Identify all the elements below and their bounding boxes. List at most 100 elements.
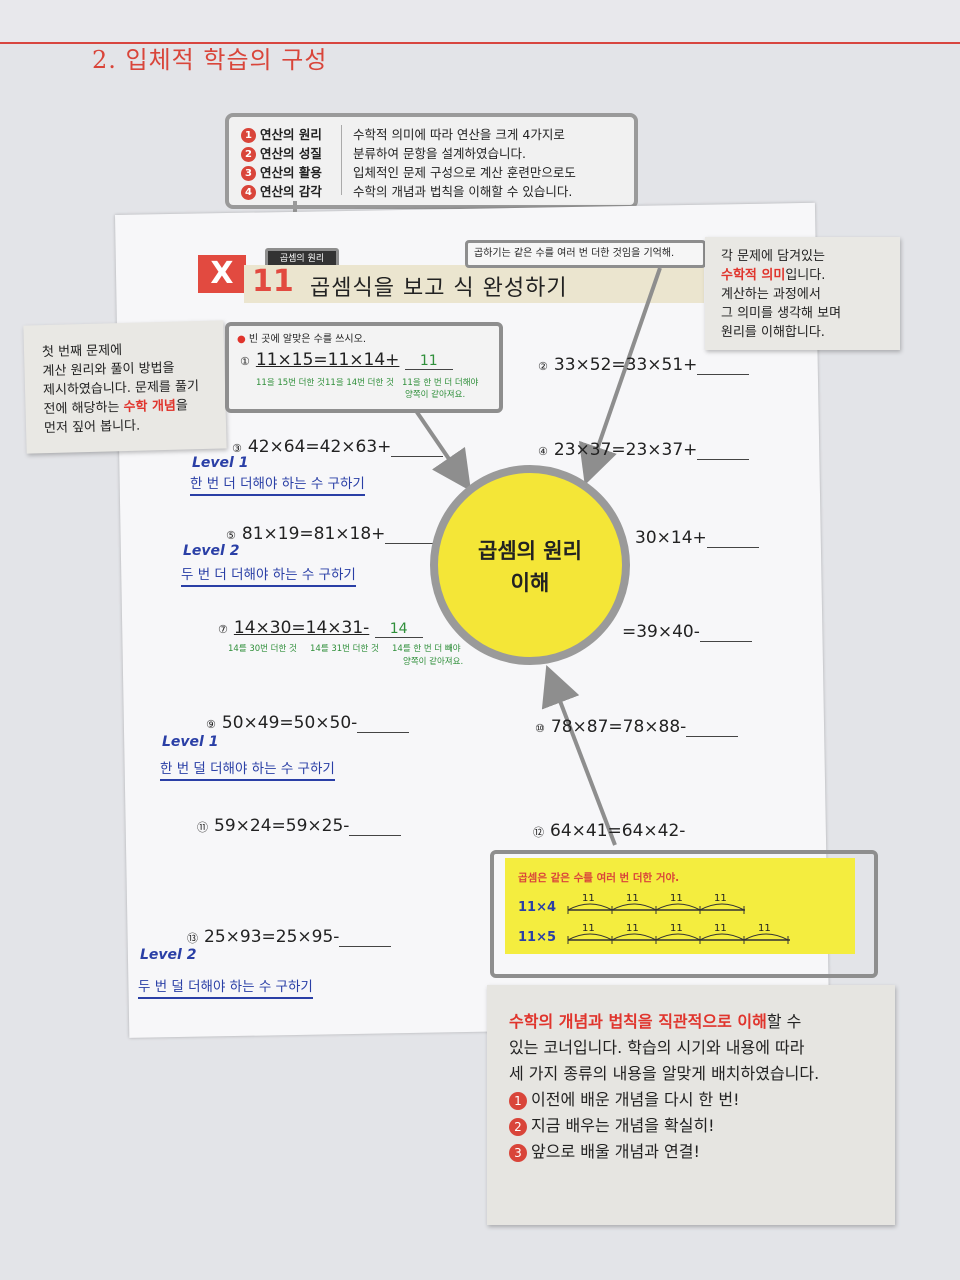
hint-box: 곱하기는 같은 수를 여러 번 더한 것임을 기억해. (465, 240, 706, 268)
answer-blank[interactable] (391, 442, 444, 457)
note-line: 각 문제에 담겨있는 (721, 249, 825, 264)
desc-line: 입체적인 문제 구성으로 계산 훈련만으로도 (353, 165, 576, 180)
row-label: 11×4 (518, 900, 557, 915)
level-label: Level 2 (140, 947, 197, 963)
circle-line: 곱셈의 원리 (478, 539, 582, 563)
level-description: 두 번 덜 더해야 하는 수 구하기 (138, 975, 313, 999)
note-highlight: 수학적 의미 (721, 268, 786, 283)
answer-blank[interactable] (385, 529, 438, 544)
sub-label: 14를 한 번 더 빼야 (392, 644, 461, 654)
problem-number: ③ (232, 442, 242, 455)
concept-title: 곱셈은 같은 수를 여러 번 더한 거야. (518, 872, 680, 884)
sub-label: 양쪽이 같아져요. (403, 657, 464, 667)
problem-11: ⑪ 59×24=59×25- (197, 816, 402, 836)
instruction-text: 빈 곳에 알맞은 수를 쓰시오. (248, 334, 367, 345)
answer-blank[interactable] (697, 445, 750, 460)
number-badge: 2 (509, 1117, 527, 1136)
sub-label: 11을 15번 더한 것 (256, 378, 325, 388)
level-description: 한 번 더 더해야 하는 수 구하기 (190, 472, 365, 496)
answer-blank[interactable] (349, 821, 402, 836)
problem-equation: 11×15=11×14+ (255, 350, 400, 370)
problem-number: ⑤ (226, 529, 236, 542)
problem-equation: 23×37=23×37+ (553, 440, 698, 460)
note-bottom: 수학의 개념과 법칙을 직관적으로 이해할 수 있는 코너입니다. 학습의 시기… (487, 985, 895, 1225)
arrow-to-circle (541, 665, 617, 846)
problem-4: ④ 23×37=23×37+ (538, 440, 750, 460)
note-highlight: 수학의 개념과 법칙을 직관적으로 이해 (509, 1012, 767, 1031)
problem-number: ④ (538, 445, 548, 458)
note-text: 입니다. (785, 268, 826, 283)
divider (341, 125, 342, 195)
number-badge: 3 (509, 1143, 527, 1162)
segment-label: 11 (626, 893, 639, 904)
lesson-number: 11 (252, 264, 294, 299)
answer-blank[interactable] (686, 722, 739, 737)
problem-5: ⑤ 81×19=81×18+ (226, 524, 438, 544)
segment-label: 11 (758, 923, 771, 934)
answer-blank[interactable] (339, 932, 392, 947)
problem-number: ⑪ (197, 821, 208, 834)
multiply-mark: X (198, 255, 246, 293)
number-line-diagram (567, 903, 790, 944)
note-text: 을 (175, 398, 189, 414)
segment-label: 11 (582, 923, 595, 934)
list-item-text: 앞으로 배울 개념과 연결! (531, 1142, 700, 1161)
number-badge: 1 (241, 128, 256, 143)
answer-blank[interactable] (697, 360, 750, 375)
level-description: 두 번 더 더해야 하는 수 구하기 (181, 563, 356, 587)
number-badge: 4 (241, 185, 256, 200)
problem-equation: 25×93=25×95- (204, 927, 340, 947)
note-line: 수학적 의미입니다. (721, 266, 841, 285)
core-concept-circle: 곱셈의 원리 이해 (430, 465, 630, 665)
level-description: 한 번 덜 더해야 하는 수 구하기 (160, 757, 335, 781)
problem-number: ② (538, 360, 548, 373)
problem-equation: 50×49=50×50- (221, 713, 358, 733)
answer-blank[interactable] (706, 533, 759, 548)
concept-box-frame (490, 850, 878, 978)
list-item-text: 이전에 배운 개념을 다시 한 번! (531, 1090, 740, 1109)
circle-line: 이해 (510, 571, 550, 595)
note-line: 있는 코너입니다. 학습의 시기와 내용에 따라 (509, 1038, 805, 1057)
problem-equation: 81×19=81×18+ (241, 524, 386, 544)
problem-number: ⑫ (533, 826, 544, 839)
note-line: 먼저 짚어 봅니다. (43, 418, 141, 437)
problem-equation: 42×64=42×63+ (247, 437, 392, 457)
lesson-title: 곱셈식을 보고 식 완성하기 (310, 276, 568, 301)
section-title: 2. 입체적 학습의 구성 (92, 46, 328, 74)
note-left: 첫 번째 문제에 계산 원리와 풀이 방법을 제시하였습니다. 문제를 풀기 전… (23, 320, 227, 454)
note-line: 그 의미를 생각해 보며 (721, 306, 842, 321)
row-label: 11×5 (518, 930, 557, 945)
problem-2: ② 33×52=33×51+ (538, 355, 750, 375)
example-problem-box: ● 빈 곳에 알맞은 수를 쓰시오. (225, 322, 503, 413)
problem-3: ③ 42×64=42×63+ (232, 437, 444, 457)
note-text: 전에 해당하는 (43, 400, 124, 418)
problem-equation: 30×14+ (635, 528, 707, 548)
note-line: 원리를 이해합니다. (721, 325, 825, 340)
page-header-rule (0, 0, 960, 44)
number-badge: 3 (241, 166, 256, 181)
number-badge: 2 (241, 147, 256, 162)
problem-number: ⑦ (218, 623, 228, 636)
segment-label: 11 (582, 893, 595, 904)
answer-field[interactable]: 11 (404, 353, 453, 370)
problem-equation: =39×40- (622, 622, 700, 642)
answer-blank[interactable] (699, 627, 752, 642)
problem-equation: 33×52=33×51+ (553, 355, 698, 375)
note-right: 각 문제에 담겨있는 수학적 의미입니다. 계산하는 과정에서 그 의미를 생각… (705, 237, 900, 350)
arrow-to-circle (408, 400, 472, 492)
arrow-to-circle (578, 267, 662, 486)
problem-equation: 59×24=59×25- (214, 816, 350, 836)
segment-label: 11 (626, 923, 639, 934)
answer-field[interactable]: 14 (374, 621, 423, 638)
instruction: ● 빈 곳에 알맞은 수를 쓰시오. (237, 334, 367, 345)
answer-blank[interactable] (357, 718, 410, 733)
desc-line: 수학적 의미에 따라 연산을 크게 4가지로 (353, 127, 565, 142)
